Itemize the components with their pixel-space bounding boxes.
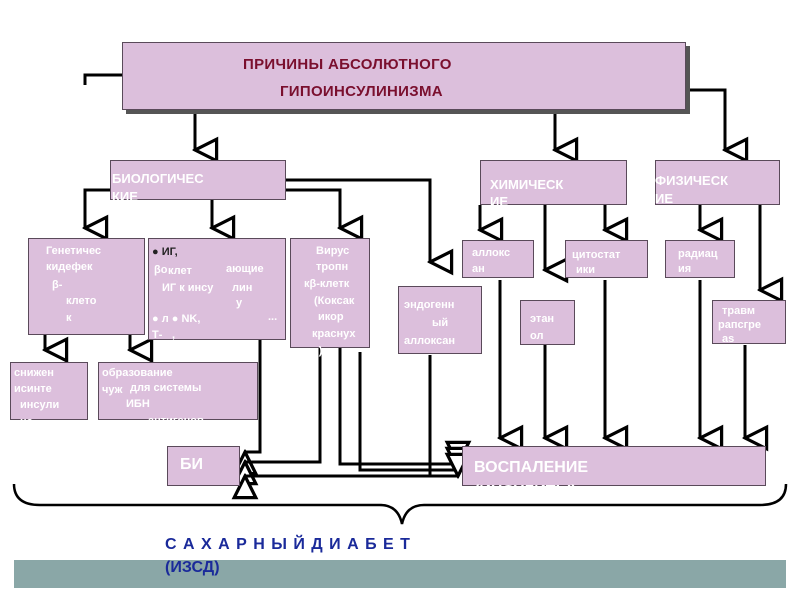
virus-line-3: кβ-клетк — [304, 278, 350, 290]
virus-line-1: Вирус — [316, 245, 350, 257]
virus-line-5: икор — [318, 311, 344, 323]
inflammation-line-2: (ИНСУЛИТЫ) — [474, 483, 577, 500]
genetic-line-4: клето — [66, 295, 97, 307]
curly-brace — [12, 483, 788, 525]
reduced-line-4: на — [20, 416, 33, 428]
category-physical-box — [655, 160, 780, 205]
inflammation-box — [462, 446, 766, 486]
ig-line-5b: , — [172, 329, 176, 341]
immunoglobulin-box — [148, 238, 286, 340]
ethanol-box — [520, 300, 575, 345]
cytostatics-box — [565, 240, 648, 278]
ig-line-5a: Т- — [152, 329, 163, 341]
genetic-line-2: кидефек — [46, 261, 93, 273]
formation-line-1: образование — [102, 367, 173, 379]
category-physical-line-1: ФИЗИЧЕСК — [655, 173, 729, 188]
category-biological-line-2: КИЕ — [112, 189, 138, 204]
diagnosis-line-1: С А Х А Р Н Ы Й Д И А Б Е Т — [165, 536, 411, 553]
alloxan-line-1: аллокс — [472, 247, 511, 259]
endogenous-line-3: аллоксан — [404, 335, 456, 347]
reduced-line-1: снижен — [14, 367, 54, 379]
formation-line-3: ИБН — [126, 398, 150, 410]
inflammation-line-1: ВОСПАЛЕНИЕ — [474, 459, 589, 476]
title-line-1: ПРИЧИНЫ АБСОЛЮТНОГО — [243, 56, 452, 73]
ig-line-3b: лин — [232, 282, 253, 294]
title-box — [122, 42, 686, 110]
virus-box — [290, 238, 370, 348]
ethanol-line-2: ол — [530, 330, 544, 342]
ig-line-2b: клет — [168, 265, 192, 277]
foreign-antigens-box — [98, 362, 258, 420]
endogenous-line-1: эндогенн — [404, 299, 455, 311]
virus-line-4: (Коксак — [314, 295, 355, 307]
cytostatics-line-2: ики — [576, 264, 596, 276]
category-biological-box — [110, 160, 286, 200]
radiation-box — [665, 240, 735, 278]
endogenous-line-2: ый — [432, 317, 449, 329]
ig-line-3a: ИГ к инсу — [162, 282, 214, 294]
bia-box — [167, 446, 240, 486]
formation-line-4: антигенов — [148, 415, 204, 427]
genetic-line-5: к — [66, 312, 72, 324]
category-physical-line-2: ИЕ — [655, 191, 674, 206]
ig-line-1: ● ИГ, — [152, 246, 178, 258]
genetic-defect-box — [28, 238, 145, 335]
trauma-line-2: рапсгре — [718, 319, 762, 331]
ethanol-line-1: этан — [530, 313, 555, 325]
ig-line-4b: ... — [268, 311, 278, 323]
formation-line-2a: чуж — [102, 384, 123, 396]
reduced-line-2: исинте — [14, 383, 52, 395]
virus-line-2: тропн — [316, 261, 349, 273]
cytostatics-line-1: цитостат — [572, 249, 621, 261]
formation-line-2: для системы — [130, 382, 202, 394]
alloxan-line-2: ан — [472, 263, 485, 275]
category-chemical-line-1: ХИМИЧЕСК — [490, 177, 564, 192]
virus-line-6: краснух — [312, 328, 356, 340]
category-chemical-box — [480, 160, 627, 205]
ig-line-4a: ● л ● NK, — [152, 313, 201, 325]
trauma-line-3: as — [722, 333, 735, 345]
radiation-line-2: ия — [678, 263, 692, 275]
category-biological-line-1: БИОЛОГИЧЕС — [112, 171, 204, 186]
genetic-line-3: β- — [52, 279, 63, 291]
bia-line-1: БИ — [180, 456, 203, 473]
bottom-bar — [14, 560, 786, 588]
reduced-synthesis-box — [10, 362, 88, 420]
category-chemical-line-2: ИЕ — [490, 194, 509, 209]
virus-line-7: и) — [312, 345, 323, 357]
ig-line-2c: ающие — [226, 263, 264, 275]
trauma-line-1: травм — [722, 305, 755, 317]
diagnosis-line-2: (ИЗСД) — [165, 559, 220, 576]
title-line-2: ГИПОИНСУЛИНИЗМА — [280, 83, 443, 100]
alloxan-box — [462, 240, 534, 278]
ig-line-3c: у — [236, 297, 243, 309]
ig-line-2a: βо — [154, 264, 168, 276]
endogenous-alloxan-box — [398, 286, 482, 354]
genetic-line-1: Генетичес — [46, 245, 102, 257]
trauma-box — [712, 300, 786, 344]
radiation-line-1: радиац — [678, 248, 718, 260]
bia-line-2: А — [180, 487, 192, 504]
reduced-line-3: инсули — [20, 399, 60, 411]
